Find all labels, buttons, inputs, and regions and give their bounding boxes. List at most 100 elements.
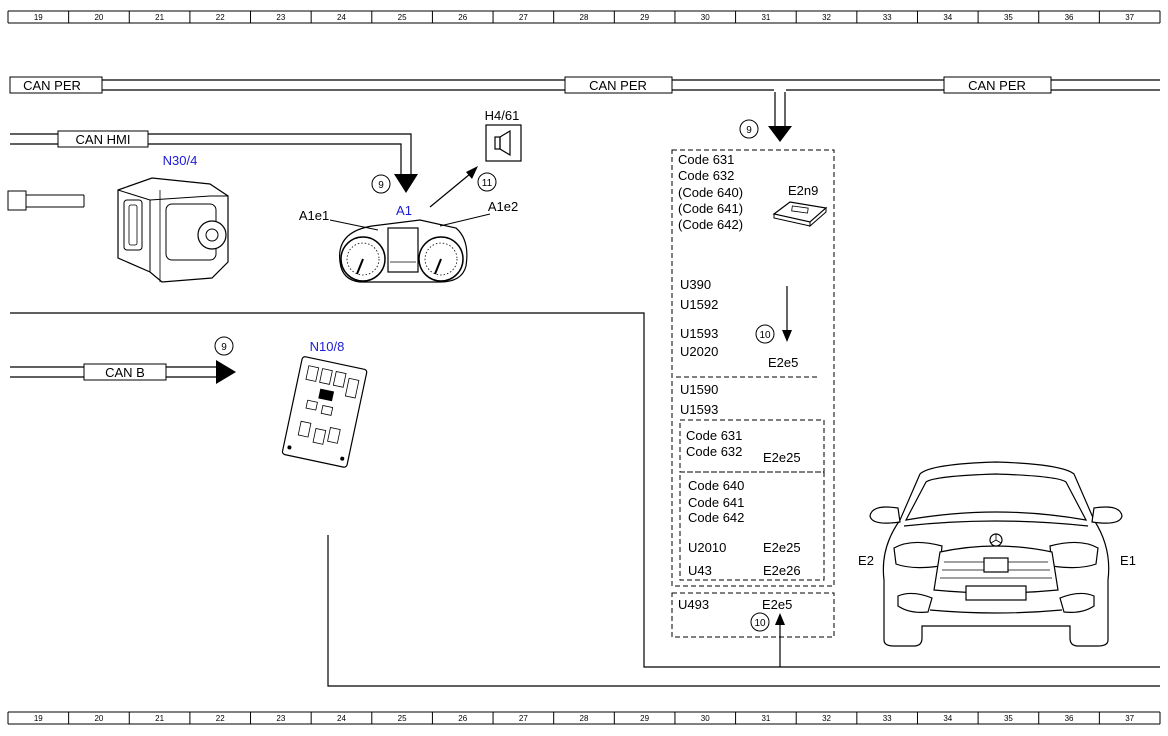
a1-instrument-cluster	[339, 219, 468, 283]
a1-label: A1	[396, 203, 412, 218]
u2010-label: U2010	[688, 540, 726, 555]
u1590-label: U1590	[680, 382, 718, 397]
bottom-ruler-column-31: 31	[761, 714, 770, 723]
ref-circle-11: 11	[477, 172, 497, 192]
can-hmi-label: CAN HMI	[76, 132, 131, 147]
code-line-2: Code 632	[678, 168, 734, 183]
bottom-ruler-column-24: 24	[337, 714, 346, 723]
bottom-ruler-column-33: 33	[883, 714, 892, 723]
inner1-code-2: Code 632	[686, 444, 742, 459]
bottom-ruler-column-19: 19	[34, 714, 43, 723]
top-ruler-column-28: 28	[580, 13, 589, 22]
a1-to-h4-arrow	[429, 166, 478, 208]
bottom-ruler-column-35: 35	[1004, 714, 1013, 723]
car-front-illustration	[869, 461, 1123, 647]
top-ruler-column-31: 31	[761, 13, 770, 22]
bottom-ruler-column-23: 23	[276, 714, 285, 723]
u493-label: U493	[678, 597, 709, 612]
speaker-icon	[485, 124, 522, 162]
bottom-ruler-column-20: 20	[94, 714, 103, 723]
e2e25-label-a: E2e25	[763, 450, 801, 465]
bottom-ruler-column-27: 27	[519, 714, 528, 723]
top-ruler-column-25: 25	[398, 13, 407, 22]
top-ruler-column-22: 22	[216, 13, 225, 22]
ref-circle-9-canb: 9	[214, 336, 234, 356]
top-ruler-column-36: 36	[1065, 13, 1074, 22]
code-line-1: Code 631	[678, 152, 734, 167]
bottom-ruler-column-28: 28	[580, 714, 589, 723]
e1-label: E1	[1120, 553, 1136, 568]
h4-61-label: H4/61	[485, 108, 520, 123]
bottom-ruler-column-37: 37	[1125, 714, 1134, 723]
e2-code-block	[671, 149, 835, 638]
bottom-ruler-column-22: 22	[216, 714, 225, 723]
e2e5-label-a: E2e5	[768, 355, 798, 370]
bottom-ruler-column-34: 34	[943, 714, 952, 723]
can-b-arrow	[216, 360, 236, 384]
svg-text:10: 10	[754, 618, 766, 629]
top-ruler-column-30: 30	[701, 13, 710, 22]
bottom-ruler-column-25: 25	[398, 714, 407, 723]
u390-label: U390	[680, 277, 711, 292]
can-per-bus: CAN PER CAN PER CAN PER	[9, 76, 1160, 142]
top-ruler-column-19: 19	[34, 13, 43, 22]
bottom-ruler-column-30: 30	[701, 714, 710, 723]
e2n9-label: E2n9	[788, 183, 818, 198]
bottom-ruler-column-21: 21	[155, 714, 164, 723]
can-b-bus: CAN B	[10, 360, 236, 384]
n30-4-unit	[7, 177, 229, 283]
inner2-code-1: Code 640	[688, 478, 744, 493]
u1593-label: U1593	[680, 326, 718, 341]
top-ruler-column-26: 26	[458, 13, 467, 22]
e2e25-label-b: E2e25	[763, 540, 801, 555]
top-ruler-column-21: 21	[155, 13, 164, 22]
ref-circle-9-top: 9	[739, 119, 759, 139]
can-hmi-bus: CAN HMI	[10, 130, 418, 193]
u43-label: U43	[688, 563, 712, 578]
inner2-code-3: Code 642	[688, 510, 744, 525]
can-per-arrow	[768, 126, 792, 142]
bottom-ruler-column-26: 26	[458, 714, 467, 723]
e2e5-arrow-up	[775, 613, 785, 667]
e2-label: E2	[858, 553, 874, 568]
e2e5-arrow-down	[782, 286, 792, 342]
svg-text:9: 9	[378, 180, 384, 191]
u2020-label: U2020	[680, 344, 718, 359]
ref-circle-9-a1: 9	[371, 174, 391, 194]
top-ruler-column-37: 37	[1125, 13, 1134, 22]
ref-circle-10-bottom: 10	[750, 612, 770, 632]
code-line-3: (Code 640)	[678, 185, 743, 200]
top-ruler-column-27: 27	[519, 13, 528, 22]
ref-circle-10-mid: 10	[755, 324, 775, 344]
svg-text:9: 9	[221, 342, 227, 353]
e2n9-module	[772, 201, 828, 228]
u1592-label: U1592	[680, 297, 718, 312]
bottom-ruler-column-32: 32	[822, 714, 831, 723]
top-ruler-column-32: 32	[822, 13, 831, 22]
inner2-code-2: Code 641	[688, 495, 744, 510]
n30-4-label: N30/4	[163, 153, 198, 168]
svg-text:10: 10	[759, 330, 771, 341]
svg-text:11: 11	[482, 178, 493, 189]
can-hmi-arrow	[394, 174, 418, 193]
svg-text:9: 9	[746, 125, 752, 136]
n10-8-label: N10/8	[310, 339, 345, 354]
top-ruler-column-35: 35	[1004, 13, 1013, 22]
bottom-ruler-column-29: 29	[640, 714, 649, 723]
top-ruler-column-24: 24	[337, 13, 346, 22]
n10-8-module	[281, 356, 368, 468]
e2e26-label: E2e26	[763, 563, 801, 578]
top-ruler-column-23: 23	[276, 13, 285, 22]
can-per-label-right: CAN PER	[968, 78, 1026, 93]
can-per-label-left: CAN PER	[23, 78, 81, 93]
top-ruler-column-29: 29	[640, 13, 649, 22]
code-line-4: (Code 641)	[678, 201, 743, 216]
top-ruler-column-34: 34	[943, 13, 952, 22]
can-b-label: CAN B	[105, 365, 145, 380]
a1e1-label: A1e1	[299, 208, 329, 223]
bottom-ruler-column-36: 36	[1065, 714, 1074, 723]
code-line-5: (Code 642)	[678, 217, 743, 232]
top-ruler-column-33: 33	[883, 13, 892, 22]
